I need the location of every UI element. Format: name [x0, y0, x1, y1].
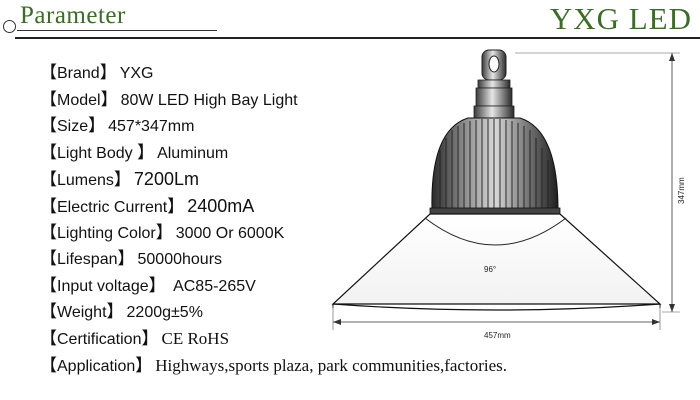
spec-label: Input voltage: [57, 277, 149, 295]
heat-sink-dome: [429, 117, 561, 217]
spec-value: YXG: [119, 65, 154, 82]
spec-label: Weight: [57, 304, 107, 322]
spec-lighting-color: 【Lighting Color】3000 Or 6000K: [40, 222, 285, 242]
width-dimension: 457mm: [332, 306, 661, 340]
spec-list: 【Brand】YXG 【Model】80W LED High Bay Light…: [40, 60, 507, 379]
spec-value: AC85-265V: [168, 277, 256, 295]
spec-label: Application: [57, 357, 136, 375]
spec-size: 【Size】457*347mm: [40, 116, 195, 136]
spec-value: 7200Lm: [133, 169, 199, 190]
spec-label: Lighting Color: [57, 224, 156, 242]
section-title: Parameter: [20, 2, 126, 29]
header-divider: [15, 37, 700, 39]
spec-label: Size: [57, 118, 89, 136]
reflector-shade: [331, 213, 662, 311]
spec-value: 50000hours: [137, 251, 223, 269]
hanging-hook: [481, 49, 507, 81]
spec-value: 2400mA: [187, 195, 255, 216]
width-dimension-label: 457mm: [484, 331, 511, 340]
spec-value: 80W LED High Bay Light: [120, 91, 298, 109]
spec-application: 【Application】Highways,sports plaza, park…: [40, 355, 507, 375]
spec-input-voltage: 【Input voltage】 AC85-265V: [40, 275, 256, 295]
spec-label: Lumens: [57, 172, 114, 190]
beam-angle-label: 96°: [484, 265, 496, 274]
spec-label: Brand: [57, 65, 100, 82]
spec-value: 2200g±5%: [126, 304, 203, 322]
spec-certification: 【Certification】CE RoHS: [40, 328, 230, 348]
spec-value: CE RoHS: [161, 328, 230, 348]
spec-value: 3000 Or 6000K: [175, 224, 285, 242]
spec-value: 457*347mm: [108, 118, 195, 136]
spec-brand: 【Brand】YXG: [40, 63, 154, 82]
title-underline: [17, 30, 217, 31]
spec-label: Model: [57, 91, 101, 109]
spec-light-body: 【Light Body 】Aluminum: [40, 142, 229, 162]
spec-label: Electric Current: [57, 198, 168, 216]
lamp-neck: [473, 79, 515, 119]
spec-value: Aluminum: [157, 144, 229, 162]
spec-model: 【Model】80W LED High Bay Light: [40, 89, 298, 109]
spec-value: Highways,sports plaza, park communities,…: [155, 355, 507, 375]
spec-electric-current: 【Electric Current】2400mA: [40, 195, 255, 216]
height-dimension: 347mm: [515, 52, 686, 313]
height-dimension-label: 347mm: [677, 177, 686, 204]
high-bay-light-diagram: 96° 347mm 457mm: [331, 49, 686, 340]
spec-lumens: 【Lumens】7200Lm: [40, 169, 199, 190]
spec-weight: 【Weight】2200g±5%: [40, 302, 203, 322]
spec-label: Light Body: [57, 144, 138, 162]
spec-label: Certification: [57, 330, 142, 348]
brand-logo: YXG LED: [549, 1, 692, 36]
spec-label: Lifespan: [57, 251, 118, 269]
header-bullet-circle: [3, 20, 16, 33]
spec-lifespan: 【Lifespan】50000hours: [40, 249, 223, 269]
